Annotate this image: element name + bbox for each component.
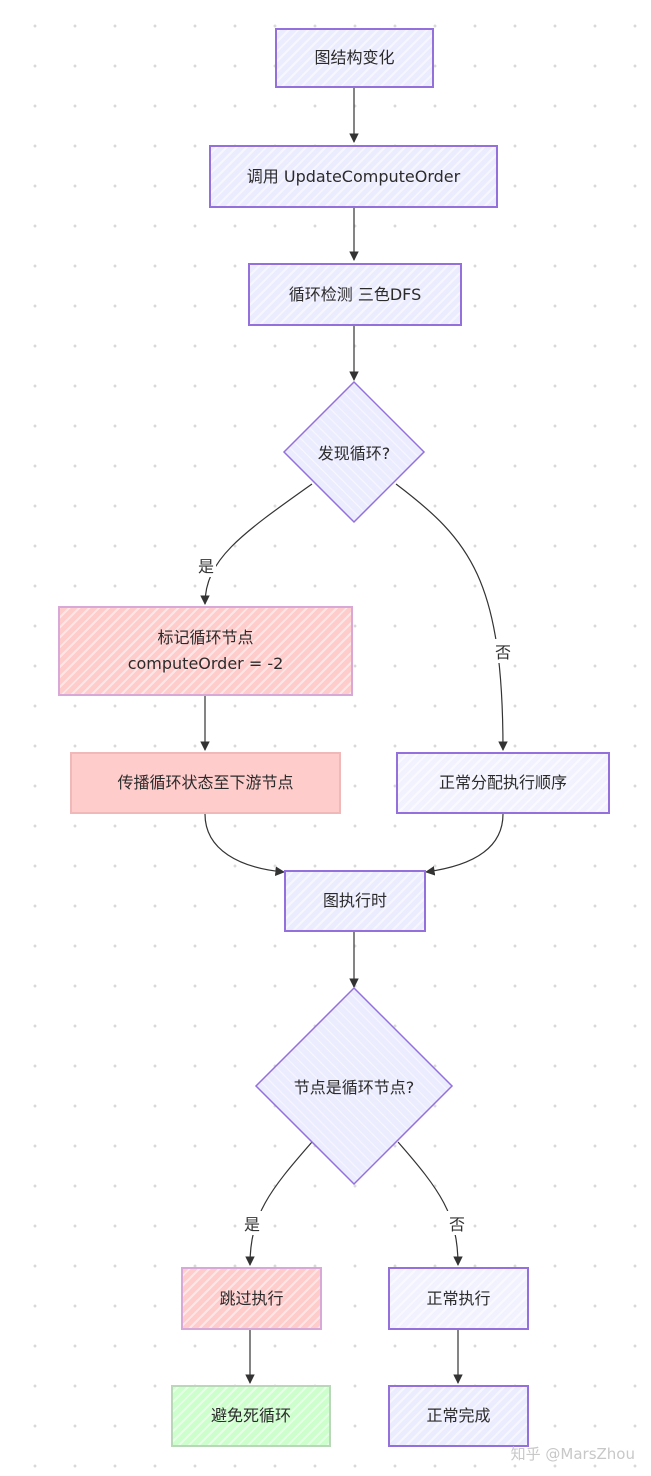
node-avoid-infinite-loop: 避免死循环 (171, 1385, 331, 1447)
node-call-update-compute-order: 调用 UpdateComputeOrder (209, 145, 498, 208)
decision-is-cycle-node-shape (254, 986, 454, 1186)
node-skip-execution: 跳过执行 (181, 1267, 322, 1330)
edge-assign-to-exec (425, 813, 504, 876)
edge-propagate-to-exec (204, 813, 285, 876)
node-normal-complete: 正常完成 (388, 1385, 529, 1447)
node-graph-execution: 图执行时 (284, 870, 426, 932)
node-propagate-cycle-state: 传播循环状态至下游节点 (70, 752, 341, 814)
node-graph-change: 图结构变化 (275, 28, 434, 88)
edge-yes-to-skip (245, 1141, 313, 1266)
edge-yes-to-mark (200, 483, 313, 605)
edge-no-to-normal-exec (397, 1141, 463, 1266)
edge-label-no-2: 否 (446, 1211, 468, 1235)
node-mark-cycle: 标记循环节点 computeOrder = -2 (58, 606, 353, 696)
label-is-cycle-node: 节点是循环节点? (293, 1078, 415, 1097)
node-normal-assign-order: 正常分配执行顺序 (396, 752, 610, 814)
edge-label-yes-1: 是 (195, 553, 217, 577)
node-cycle-detection: 循环检测 三色DFS (248, 263, 462, 326)
edge-label-no-1: 否 (492, 639, 514, 663)
watermark: 知乎 @MarsZhou (510, 1445, 635, 1463)
edge-no-to-normal-assign (395, 483, 508, 751)
decision-found-cycle-shape (282, 380, 426, 524)
label-found-cycle: 发现循环? (317, 444, 391, 463)
edge-label-yes-2: 是 (241, 1211, 263, 1235)
node-normal-execution: 正常执行 (388, 1267, 529, 1330)
